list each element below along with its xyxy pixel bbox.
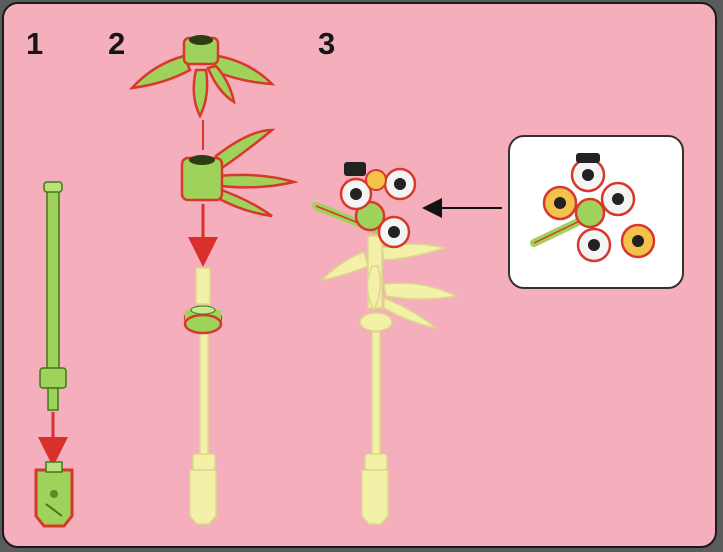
step2-green-ring — [185, 306, 221, 333]
flower-head — [544, 187, 576, 219]
flower-head — [602, 183, 634, 215]
instruction-panel: 1 2 3 — [2, 2, 717, 548]
detail-flower-cluster — [510, 137, 682, 287]
step3-flower-cluster — [316, 162, 415, 247]
step1-clip-piece — [36, 462, 72, 526]
flower-head — [622, 225, 654, 257]
flower-head — [572, 153, 604, 191]
flower-head — [578, 229, 610, 261]
step1-green-bar — [40, 182, 66, 410]
detail-callout — [508, 135, 684, 289]
step2-leaf-piece — [182, 130, 294, 216]
step2-top-leaf-piece — [132, 35, 272, 116]
flower-head — [379, 217, 409, 247]
flower-head — [385, 169, 415, 199]
step3-pale-assembly — [322, 236, 456, 524]
